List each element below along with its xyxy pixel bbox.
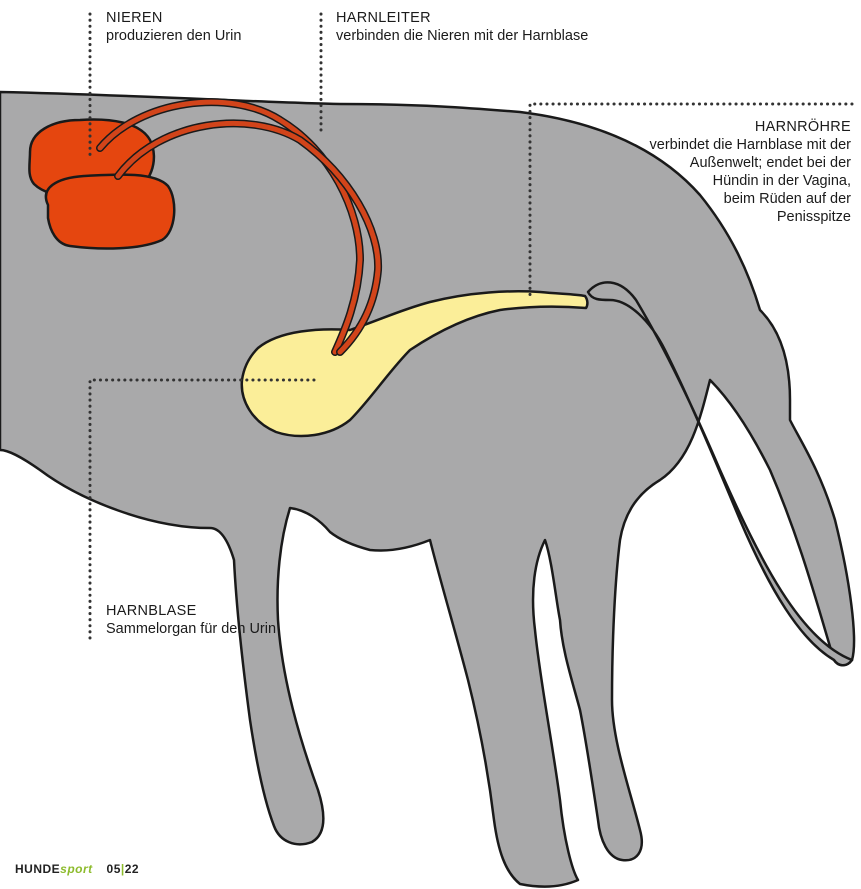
issue-number: 05|22 (107, 862, 140, 876)
label-harnleiter: HARNLEITER verbinden die Nieren mit der … (336, 9, 588, 45)
issue-left: 05 (107, 862, 121, 876)
label-harnroehre-desc: verbindet die Harnblase mit der Außenwel… (650, 136, 852, 226)
label-harnblase-title: HARNBLASE (106, 602, 276, 620)
magazine-footer: HUNDEsport 05|22 (15, 862, 139, 876)
label-harnleiter-desc: verbinden die Nieren mit der Harnblase (336, 27, 588, 45)
label-harnleiter-title: HARNLEITER (336, 9, 588, 27)
label-nieren-title: NIEREN (106, 9, 241, 27)
label-harnroehre: HARNRÖHRE verbindet die Harnblase mit de… (650, 118, 852, 226)
label-nieren-desc: produzieren den Urin (106, 27, 241, 45)
label-harnblase: HARNBLASE Sammelorgan für den Urin (106, 602, 276, 638)
label-harnroehre-title: HARNRÖHRE (650, 118, 852, 136)
kidney-front (46, 175, 174, 249)
brand-accent: sport (60, 862, 93, 876)
issue-right: 22 (125, 862, 139, 876)
brand-main: HUNDE (15, 862, 60, 876)
label-nieren: NIEREN produzieren den Urin (106, 9, 241, 45)
label-harnblase-desc: Sammelorgan für den Urin (106, 620, 276, 638)
